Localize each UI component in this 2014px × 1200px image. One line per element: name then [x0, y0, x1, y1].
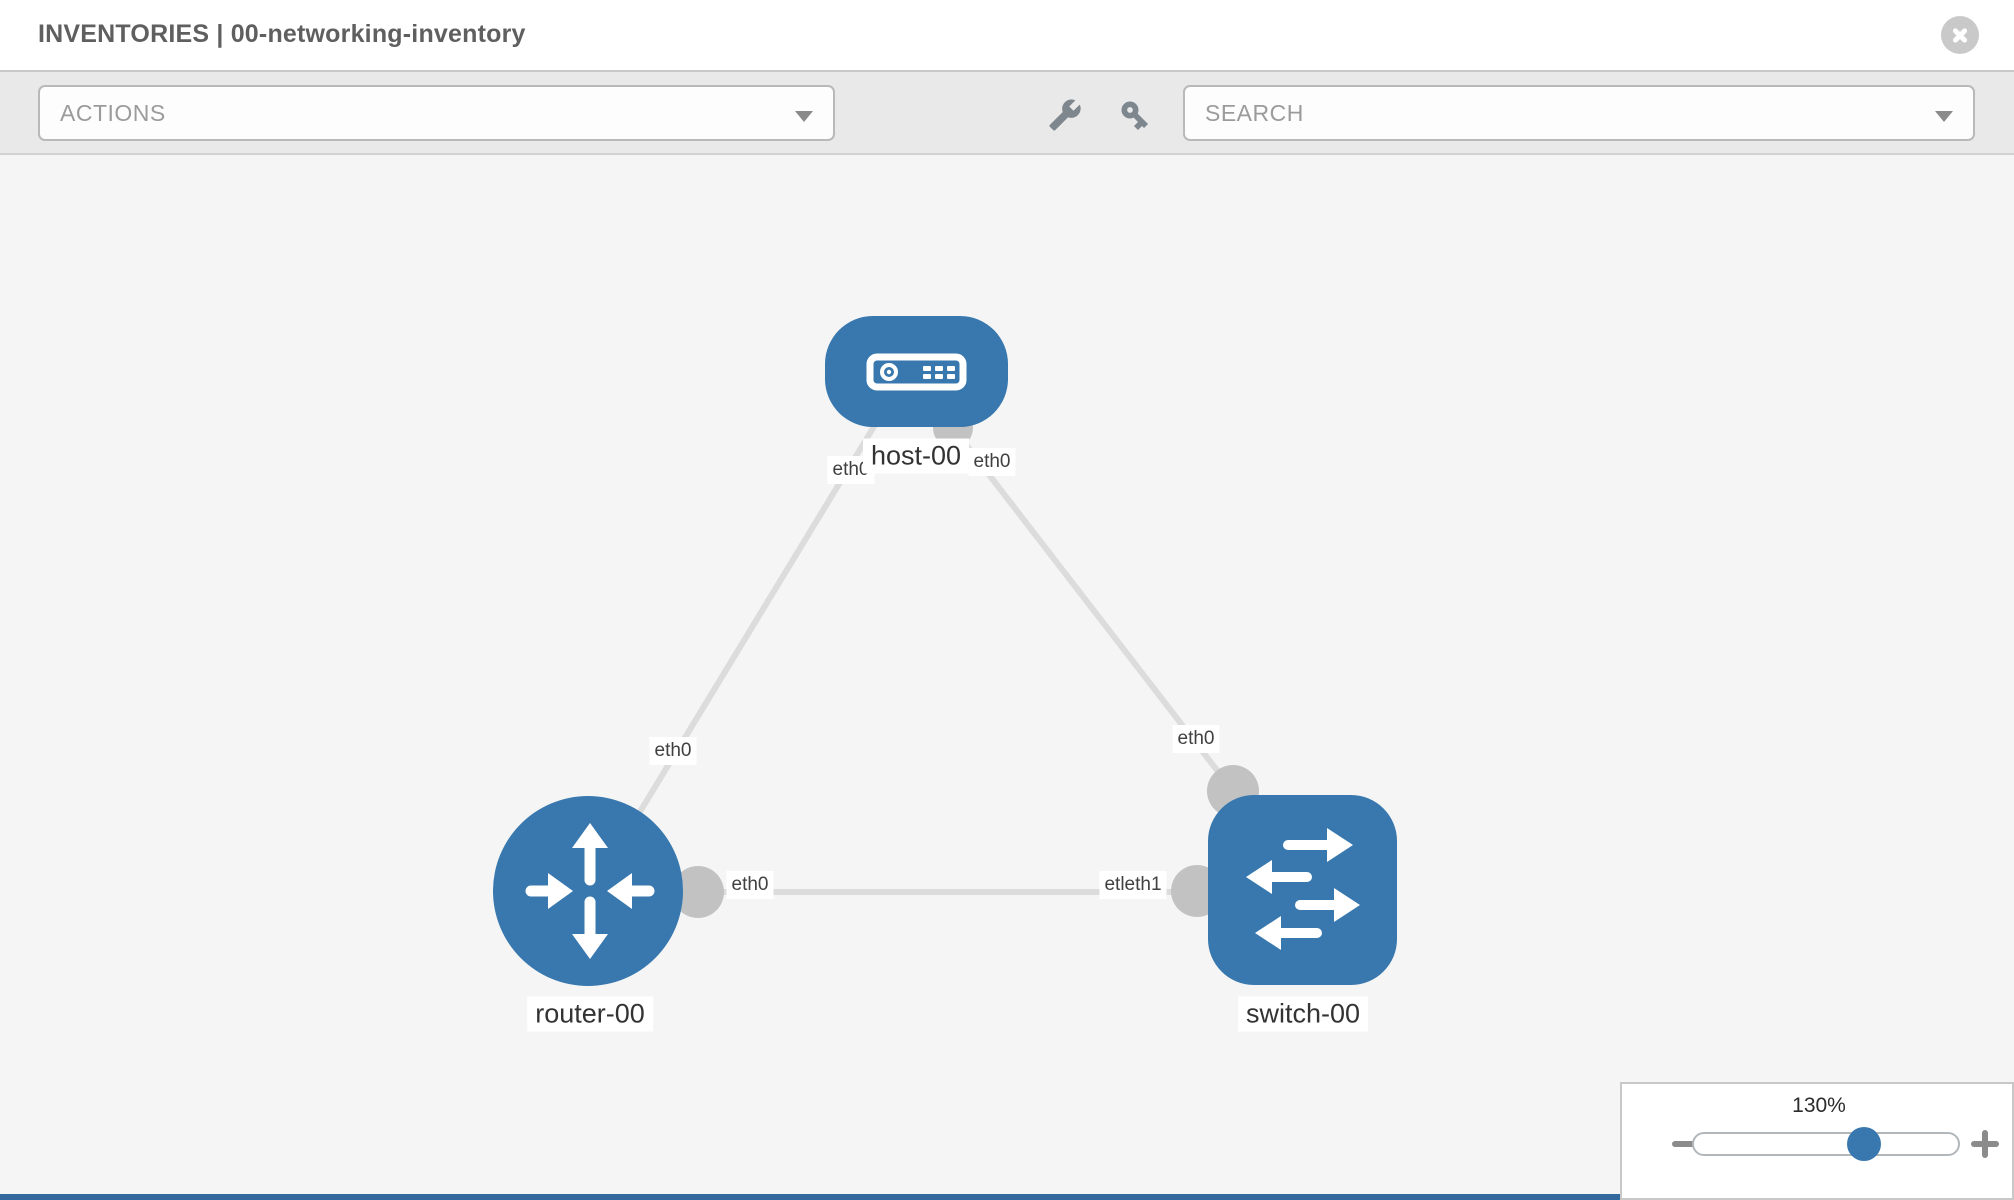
- bottom-accent-bar: [0, 1194, 1620, 1200]
- search-input[interactable]: [1185, 87, 1973, 139]
- server-icon: [866, 353, 967, 391]
- node-host-00[interactable]: [825, 316, 1008, 427]
- header: INVENTORIES | 00-networking-inventory: [0, 0, 2014, 72]
- zoom-slider-handle[interactable]: [1847, 1127, 1881, 1161]
- node-switch-00[interactable]: [1208, 795, 1397, 985]
- iface-label: eth0: [827, 456, 875, 484]
- actions-dropdown[interactable]: ACTIONS: [38, 85, 835, 141]
- close-icon[interactable]: [1941, 16, 1979, 54]
- iface-label: eth0: [726, 871, 774, 899]
- page-title: INVENTORIES | 00-networking-inventory: [38, 20, 526, 48]
- iface-label: eth0: [1172, 725, 1220, 753]
- switch-arrows-icon: [1246, 828, 1360, 950]
- toolbar: ACTIONS: [0, 72, 2014, 155]
- chevron-down-icon: [795, 111, 813, 122]
- search-dropdown[interactable]: [1183, 85, 1975, 141]
- iface-label: eth0: [649, 737, 697, 765]
- links-layer: [635, 408, 1236, 895]
- node-label-switch: switch-00: [1237, 996, 1369, 1032]
- chevron-down-icon: [1935, 111, 1953, 122]
- node-router-00[interactable]: [493, 796, 683, 986]
- router-arrows-icon: [525, 823, 655, 959]
- minus-icon[interactable]: [1672, 1141, 1700, 1147]
- zoom-panel: 130%: [1620, 1082, 2014, 1200]
- node-label-host: host-00: [862, 438, 970, 474]
- actions-dropdown-label: ACTIONS: [60, 99, 166, 126]
- node-label-router: router-00: [527, 996, 653, 1032]
- wrench-icon[interactable]: [1048, 98, 1082, 132]
- zoom-slider[interactable]: [1692, 1132, 1960, 1156]
- iface-label: etleth1: [1099, 871, 1167, 899]
- topology-canvas[interactable]: eth0 eth0 eth0 eth0 eth0 etleth1 host-00…: [0, 155, 2014, 1200]
- key-icon[interactable]: [1118, 98, 1152, 132]
- zoom-level: 130%: [1792, 1094, 1846, 1117]
- plus-icon[interactable]: [1971, 1130, 1999, 1158]
- iface-label: eth0: [968, 448, 1016, 476]
